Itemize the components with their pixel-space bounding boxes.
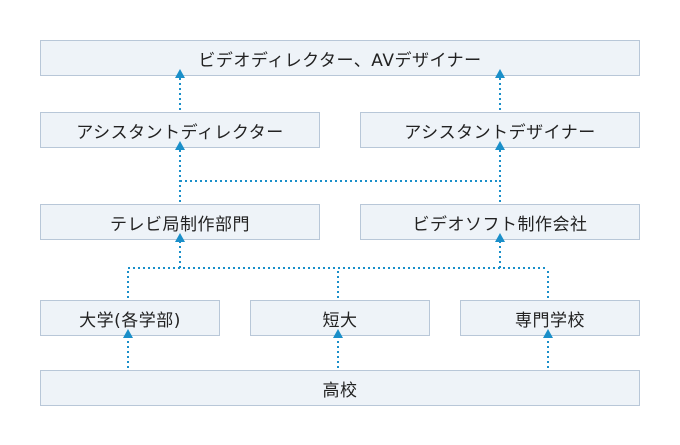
node-high-school: 高校 xyxy=(40,370,640,406)
node-university: 大学(各学部) xyxy=(40,300,220,336)
node-video-director-av-designer: ビデオディレクター、AVデザイナー xyxy=(40,40,640,76)
node-video-software-company: ビデオソフト制作会社 xyxy=(360,204,640,240)
